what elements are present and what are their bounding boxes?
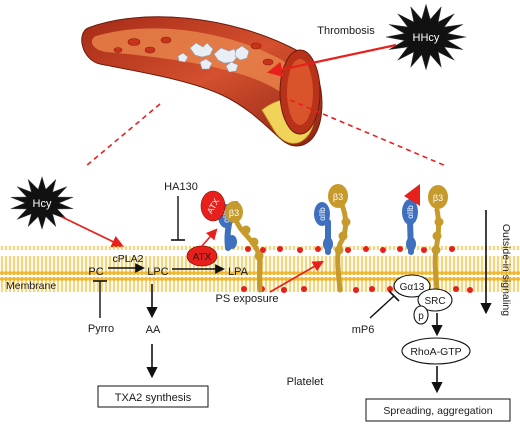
txa2-box (97, 385, 209, 408)
ps-dot (353, 287, 359, 293)
txa2-label: TXA2 synthesis (115, 392, 192, 404)
blood-vessel-illustration: Thrombosis (81, 16, 375, 147)
beta3-head-3 (428, 185, 448, 209)
ps-dot (467, 287, 473, 293)
lpc-label: LPC (147, 266, 168, 278)
src-label: SRC (424, 296, 445, 307)
ligand-triangle (404, 184, 420, 206)
mp6-inhibit-bar (388, 290, 400, 302)
src-node (417, 288, 453, 312)
pyrro-label: Pyrro (88, 323, 114, 335)
ps-dot (301, 286, 307, 292)
pc-label: PC (88, 266, 103, 278)
lpa-label: LPA (228, 266, 249, 278)
platelet-label: Platelet (287, 376, 324, 388)
aiib-head-2 (314, 202, 330, 226)
atx-binding-arrow (201, 228, 218, 247)
ps-exposure-label: PS exposure (216, 293, 279, 305)
ps-dot (345, 247, 351, 253)
spreading-box (365, 398, 511, 422)
atx-bound (200, 190, 226, 222)
thrombosis-label: Thrombosis (317, 25, 375, 37)
ps-dot (363, 246, 369, 252)
beta3-head-1 (225, 201, 243, 223)
ps-dot (281, 287, 287, 293)
aa-label: AA (146, 324, 161, 336)
rhoa-label: RhoA-GTP (410, 346, 461, 358)
zoom-line-right (289, 99, 447, 167)
mp6-inhibit-line (369, 295, 395, 319)
spreading-label: Spreading, aggregation (383, 405, 492, 417)
ps-dot (245, 246, 251, 252)
ha130-label: HA130 (164, 181, 198, 193)
beta3-label-2: β3 (333, 192, 343, 202)
rhoa-node (401, 337, 471, 365)
integrin-complex-3: αIIb β3 (402, 184, 448, 293)
membrane-label: Membrane (6, 280, 56, 292)
aiib-label-2: αIIb (318, 207, 327, 221)
hhcy-burst: HHcy (385, 3, 467, 71)
ps-dot (297, 247, 303, 253)
ps-dot (387, 286, 393, 292)
aiib-label-3: αIIb (406, 205, 415, 219)
ps-dot (380, 247, 386, 253)
integrin-complex-2: αIIb β3 (314, 184, 351, 293)
ps-dot (369, 286, 375, 292)
ps-dot (421, 247, 427, 253)
ps-dot (315, 246, 321, 252)
hhcy-arrow (266, 43, 397, 77)
zoom-line-left (85, 103, 161, 167)
ps-dot (277, 246, 283, 252)
ps-dot (397, 246, 403, 252)
outside-in-label: Outside-in signaling (500, 224, 512, 316)
beta3-label-1: β3 (229, 208, 239, 218)
integrin-complex-1: αIIb ATX β3 (200, 190, 264, 293)
aiib-head-3 (402, 199, 418, 225)
hcy-label: Hcy (33, 198, 52, 210)
hcy-arrow (61, 216, 125, 248)
ps-dot (260, 247, 266, 253)
ps-dot (241, 286, 247, 292)
thrombus-clot (177, 42, 250, 73)
cpla2-label: cPLA2 (113, 253, 144, 265)
beta3-head-2 (328, 184, 348, 208)
hhcy-label: HHcy (413, 32, 440, 44)
ga13-node (393, 274, 431, 298)
hcy-burst: Hcy (10, 175, 74, 231)
ps-dot (453, 286, 459, 292)
phospho-node (413, 305, 429, 325)
atx-enzyme-label: ATX (193, 252, 212, 263)
beta3-label-3: β3 (433, 193, 443, 203)
ps-dot (449, 246, 455, 252)
ga13-label: Gα13 (400, 282, 425, 293)
ps-exposure-arrow (269, 260, 324, 293)
phospho-label: p (418, 311, 424, 322)
mp6-label: mP6 (352, 324, 375, 336)
